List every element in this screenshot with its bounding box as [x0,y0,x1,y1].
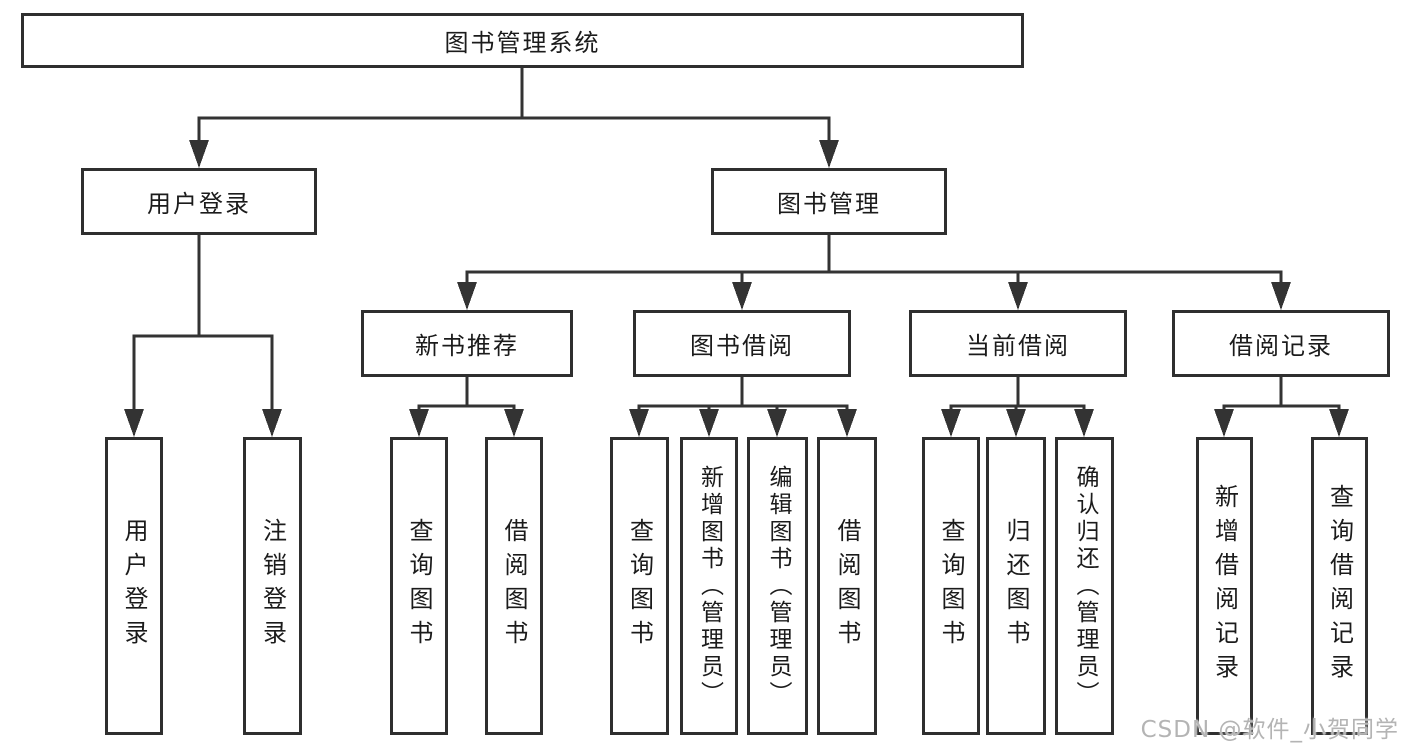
node-leaf-user-login: 用户登录 [105,437,163,735]
node-leaf-query-books-borrow: 查询图书 [610,437,669,735]
node-root-label: 图书管理系统 [444,29,601,57]
node-leaf-borrow-books-recommend-label: 借阅图书 [500,518,528,654]
node-current-borrow-label: 当前借阅 [966,332,1070,360]
node-leaf-logout: 注销登录 [243,437,302,735]
node-leaf-add-borrow-record: 新增借阅记录 [1196,437,1253,735]
watermark-text: CSDN @软件_小贺同学 [1140,717,1399,743]
node-new-book-recommend-label: 新书推荐 [415,332,519,360]
node-leaf-query-books-current-label: 查询图书 [937,518,965,654]
node-book-borrow-label: 图书借阅 [690,332,794,360]
node-leaf-user-login-label: 用户登录 [120,518,148,654]
node-leaf-borrow-books-label: 借阅图书 [833,518,861,654]
node-borrow-records-label: 借阅记录 [1229,332,1333,360]
node-root: 图书管理系统 [21,13,1024,68]
node-leaf-query-books-borrow-label: 查询图书 [625,518,654,654]
node-leaf-confirm-return-admin: 确认归还（管理员） [1055,437,1114,735]
node-current-borrow: 当前借阅 [909,310,1127,377]
node-leaf-query-borrow-record-label: 查询借阅记录 [1325,484,1354,688]
node-borrow-records: 借阅记录 [1172,310,1390,377]
node-leaf-query-books-current: 查询图书 [922,437,980,735]
node-book-management-label: 图书管理 [777,190,881,218]
node-leaf-query-books-recommend-label: 查询图书 [405,518,433,654]
node-leaf-borrow-books: 借阅图书 [817,437,877,735]
node-leaf-logout-label: 注销登录 [258,518,287,654]
node-user-login: 用户登录 [81,168,317,235]
node-leaf-add-books-admin: 新增图书（管理员） [680,437,738,735]
node-leaf-query-books-recommend: 查询图书 [390,437,448,735]
node-leaf-confirm-return-admin-label: 确认归还（管理员） [1072,464,1098,708]
node-leaf-return-books: 归还图书 [986,437,1046,735]
node-user-login-label: 用户登录 [147,190,251,218]
node-new-book-recommend: 新书推荐 [361,310,573,377]
node-book-management: 图书管理 [711,168,947,235]
node-leaf-borrow-books-recommend: 借阅图书 [485,437,543,735]
node-leaf-edit-books-admin-label: 编辑图书（管理员） [765,464,791,708]
node-leaf-return-books-label: 归还图书 [1002,518,1030,654]
node-leaf-add-borrow-record-label: 新增借阅记录 [1210,484,1239,688]
node-leaf-query-borrow-record: 查询借阅记录 [1311,437,1368,735]
node-leaf-edit-books-admin: 编辑图书（管理员） [747,437,808,735]
node-leaf-add-books-admin-label: 新增图书（管理员） [696,464,723,708]
node-book-borrow: 图书借阅 [633,310,851,377]
